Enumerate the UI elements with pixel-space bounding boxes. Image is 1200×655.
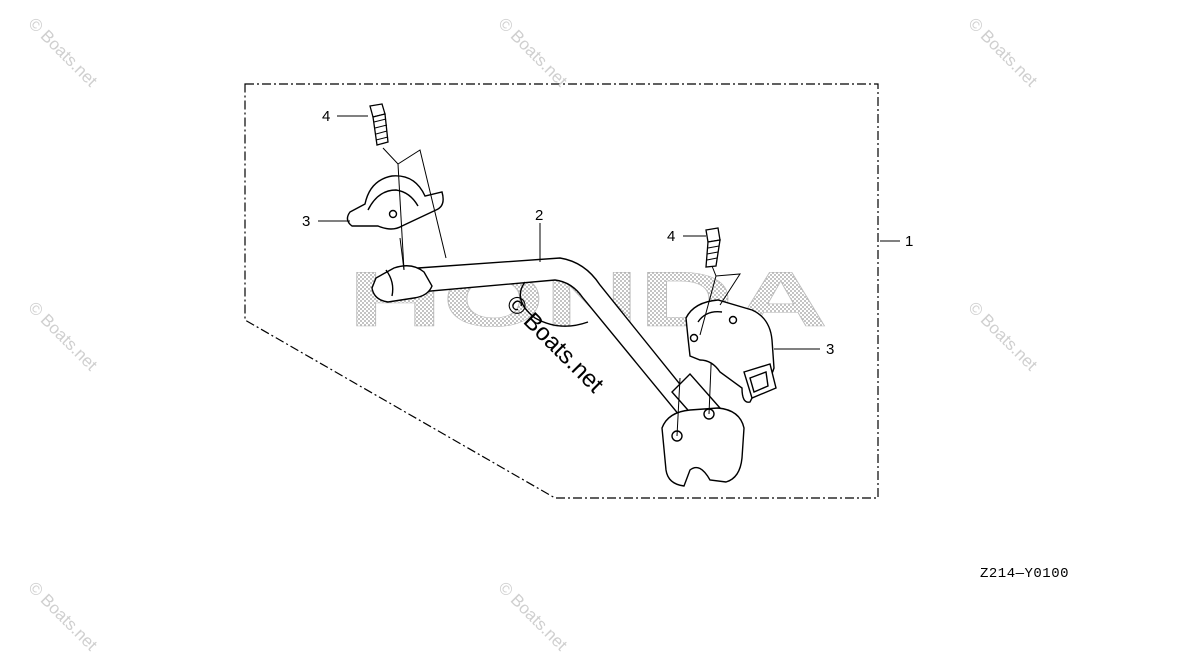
assembly-guide-lines — [382, 147, 741, 336]
lower-clamp — [661, 341, 745, 487]
callout-2: 2 — [535, 207, 543, 224]
clamp-upper-left — [346, 175, 444, 230]
callout-4-right: 4 — [667, 228, 675, 245]
callout-3-right: 3 — [826, 341, 834, 358]
callout-3-left: 3 — [302, 213, 310, 230]
callout-4-left: 4 — [322, 108, 330, 125]
callout-1: 1 — [905, 233, 913, 250]
clamp-lower-left — [371, 265, 433, 303]
parts-diagram: HONDA — [244, 83, 913, 499]
bolt-left — [369, 103, 389, 146]
drawing-code: Z214—Y0100 — [980, 566, 1070, 582]
clamp-right — [685, 299, 777, 403]
assembly-frame — [244, 83, 879, 499]
callout-leaders — [318, 115, 900, 350]
bolt-right — [705, 227, 721, 268]
diagram-canvas: HONDA — [244, 83, 913, 499]
